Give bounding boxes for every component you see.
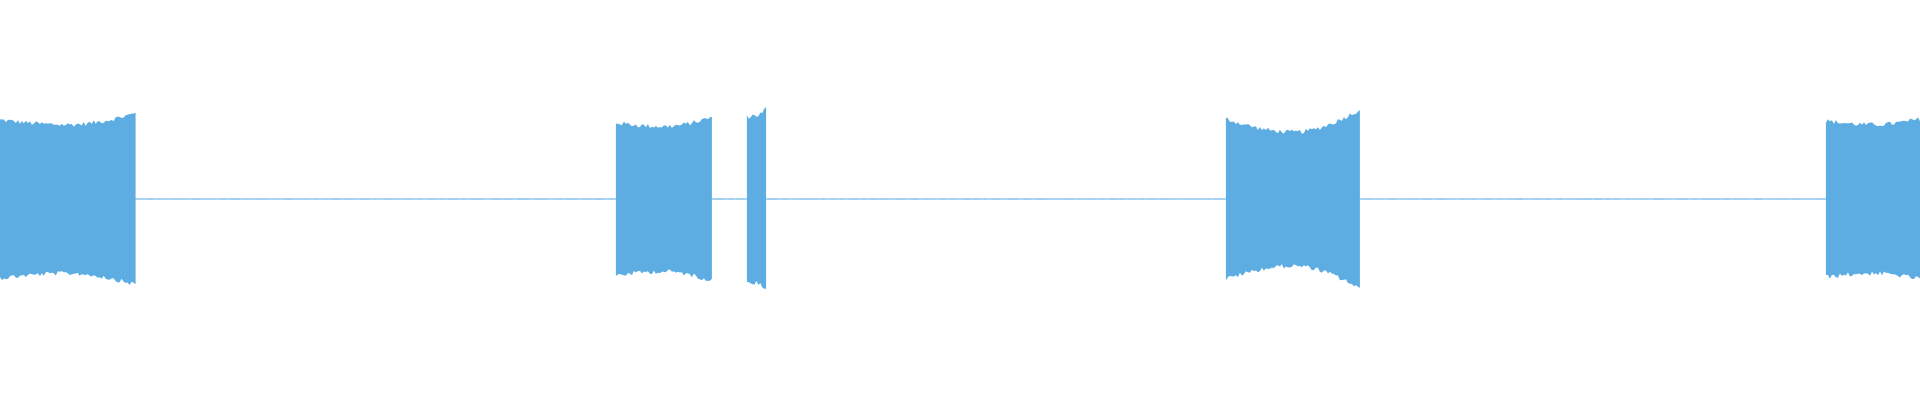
silence-segment-2 [713, 198, 745, 200]
waveform-burst-1 [0, 112, 136, 285]
silence-segment-3 [768, 198, 1224, 200]
waveform-silence-segments [137, 198, 1826, 200]
waveform-burst-3 [746, 106, 767, 289]
silence-segment-1 [137, 198, 615, 200]
silence-segment-4 [1361, 198, 1826, 200]
waveform-burst-4 [1225, 110, 1360, 288]
waveform-burst-5 [1825, 117, 1920, 279]
waveform-bursts [0, 106, 1920, 289]
waveform-burst-2 [615, 116, 712, 281]
